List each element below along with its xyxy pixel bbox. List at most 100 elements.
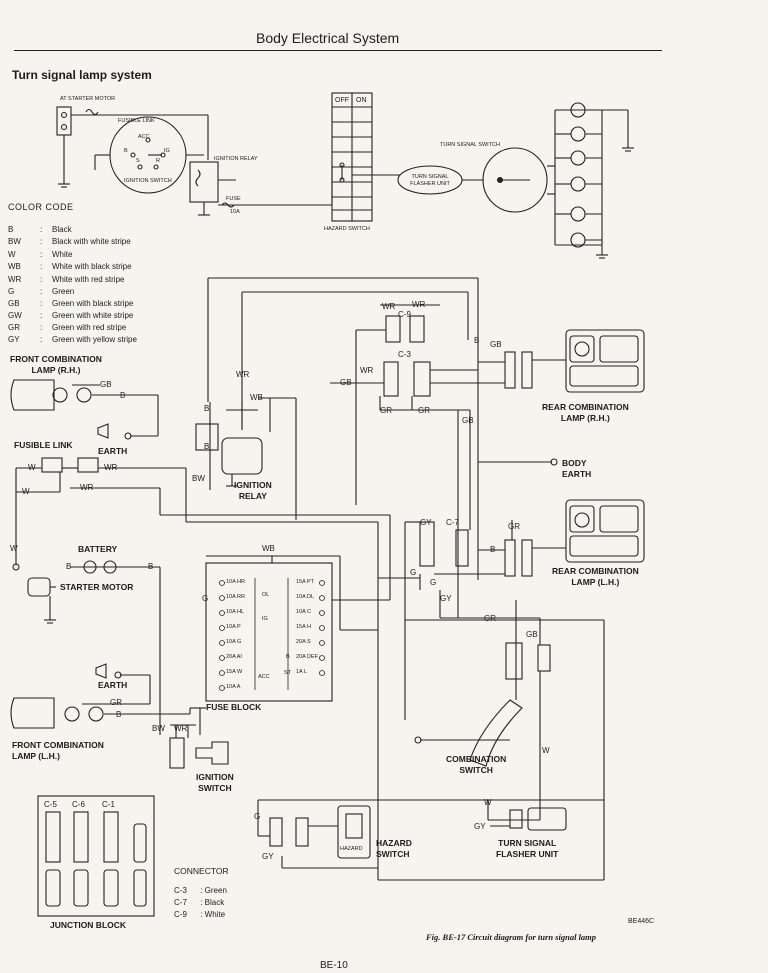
wire-label-gb: GB — [526, 630, 538, 639]
wire-label-b: B — [204, 404, 210, 413]
connector-c3-left — [383, 361, 399, 397]
wire-label-gy: GY — [420, 518, 432, 527]
page-header-title: Body Electrical System — [256, 30, 400, 46]
color-code-row: WR:White with red stripe — [8, 275, 125, 284]
wire-label-w: W — [10, 544, 18, 553]
fuse-label: 20A DEF — [296, 654, 319, 660]
label-on: ON — [356, 97, 367, 104]
main-wiring-diagram — [10, 277, 645, 917]
wire-label-gr: GR — [508, 522, 520, 531]
label-battery: BATTERY — [78, 544, 118, 554]
color-code-row: GW:Green with white stripe — [8, 311, 134, 320]
wire-label-b: B — [66, 562, 72, 571]
label-fusible-link: FUSIBLE LINK — [14, 440, 73, 450]
label-off: OFF — [335, 97, 349, 104]
label-c1: C-1 — [102, 800, 115, 809]
color-code-row: G:Green — [8, 287, 75, 296]
connector-legend-row: C-7 : Black — [174, 898, 225, 907]
connector-ignition-switch — [169, 737, 185, 769]
turn-signal-switch-symbol — [482, 147, 548, 213]
ignition-switch-body — [195, 741, 229, 765]
wire-label-gr: GR — [380, 406, 392, 415]
label-b: B — [124, 148, 128, 154]
connector-legend-row: C-3 : Green — [174, 886, 227, 895]
figure-caption: Fig. BE-17 Circuit diagram for turn sign… — [426, 932, 597, 942]
wire-label-wb: WB — [250, 393, 263, 402]
wire-label-gy: GY — [262, 852, 274, 861]
section-title: Turn signal lamp system — [12, 68, 152, 82]
label-fuse-rating: 10A — [230, 209, 240, 215]
starter-terminal — [56, 106, 72, 136]
wire-label-gy: GY — [474, 822, 486, 831]
connector-combination — [505, 642, 523, 680]
wire-label-c7: C-7 — [446, 518, 459, 527]
front-lamp-lh-symbol — [10, 697, 55, 729]
fuse-label: 20A S — [296, 639, 311, 645]
top-simplified-circuit — [56, 92, 634, 259]
figure-code: BE446C — [628, 918, 655, 925]
rear-lamp-rh-housing — [565, 329, 645, 393]
fuse-label: 15A PT — [296, 579, 315, 585]
wire-label-gb: GB — [340, 378, 352, 387]
fuse-block-body — [205, 562, 333, 702]
wire-label-b: B — [204, 442, 210, 451]
label-earth-upper: EARTH — [98, 446, 128, 456]
label-acc: ACC — [138, 134, 150, 140]
wire-label-gr: GR — [484, 614, 496, 623]
label-fuse: FUSE — [226, 196, 241, 202]
wire-label-w: W — [22, 487, 30, 496]
wire-label-wr: WR — [382, 302, 396, 311]
ignition-relay-symbol — [189, 161, 219, 203]
fuse-label: 10A HR — [226, 579, 245, 585]
fuse-label: 10A G — [226, 639, 242, 645]
fuse-mid-label: IG — [262, 616, 268, 622]
color-code-title: COLOR CODE — [8, 202, 74, 212]
wire-label-w: W — [542, 746, 550, 755]
wire-label-gr: GR — [110, 698, 122, 707]
label-ignition-relay-top: IGNITION RELAY — [214, 156, 258, 162]
connector-c3-right — [413, 361, 431, 397]
color-code-row: GB:Green with black stripe — [8, 299, 134, 308]
wire-label-gb: GB — [490, 340, 502, 349]
wire-label-b: B — [148, 562, 154, 571]
color-code-row: GY:Green with yellow stripe — [8, 335, 137, 344]
rear-lamp-lh-housing — [565, 499, 645, 563]
wire-label-g: G — [430, 578, 437, 587]
label-r: R — [156, 158, 160, 164]
page-number: BE-10 — [320, 960, 348, 971]
label-fuse-block: FUSE BLOCK — [206, 702, 262, 712]
wire-label-g: G — [410, 568, 417, 577]
wire-label-wb: WB — [262, 544, 275, 553]
label-hazard-box: HAZARD — [340, 846, 363, 852]
fuse-mid-label: B — [286, 654, 290, 660]
fuse-label: 10A RR — [226, 594, 245, 600]
label-turn-signal-switch-top: TURN SIGNAL SWITCH — [440, 142, 500, 148]
connector-c9-left — [385, 315, 401, 343]
wire-label-gr: GR — [418, 406, 430, 415]
wire-label-bw: BW — [152, 724, 165, 733]
label-c5: C-5 — [44, 800, 57, 809]
wire-label-gb: GB — [100, 380, 112, 389]
wire-label-c3: C-3 — [398, 350, 411, 359]
wire-label-gy: GY — [440, 594, 452, 603]
fuse-label: 10A P — [226, 624, 241, 630]
wire-label-wr: WR — [80, 483, 94, 492]
fuse-label: 10A HL — [226, 609, 245, 615]
wire-label-wr: WR — [360, 366, 374, 375]
fuse-label: 15A H — [296, 624, 311, 630]
label-ig: IG — [164, 148, 170, 154]
header-rule — [14, 50, 662, 51]
wire-label-b: B — [474, 336, 480, 345]
flasher-unit-body — [527, 807, 567, 831]
label-fusible-link-top: FUSIBLE LINK — [118, 118, 155, 124]
color-code-row: GR:Green with red stripe — [8, 323, 127, 332]
